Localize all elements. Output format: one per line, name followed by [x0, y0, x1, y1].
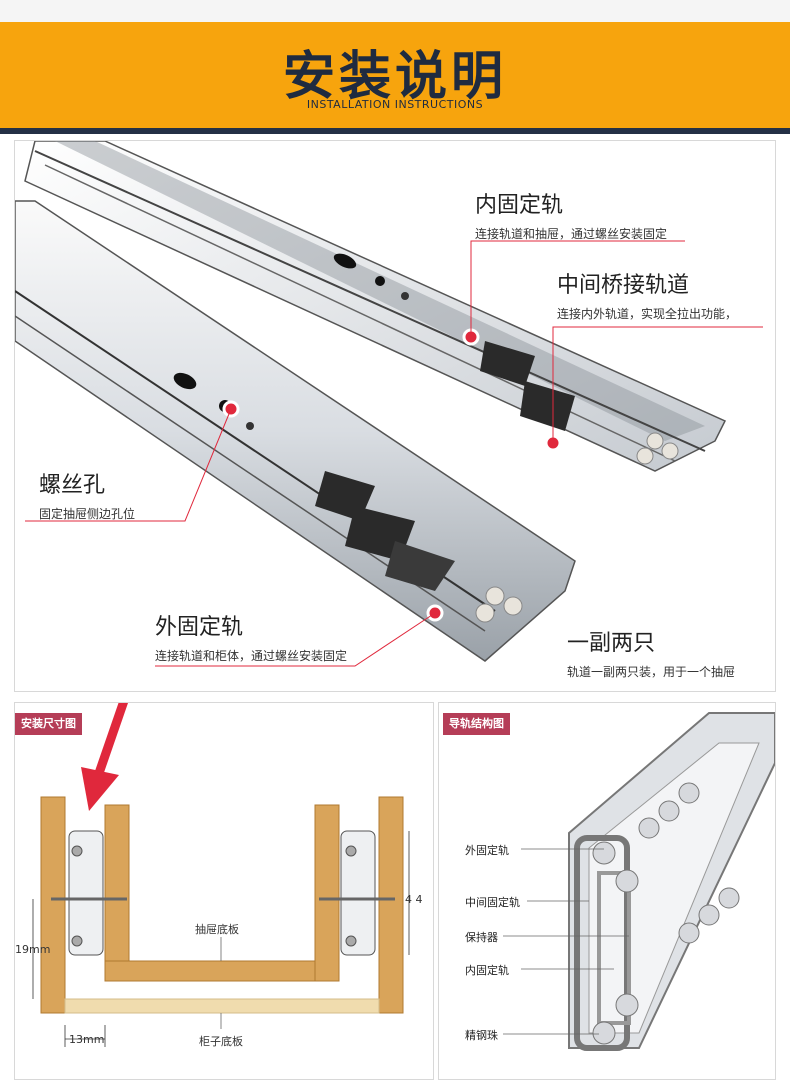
installation-dimension-panel: 安装尺寸图 抽屉底板 柜子底板 19m [14, 702, 434, 1080]
structure-label-cage: 保持器 [465, 931, 498, 944]
drawer-bottom-label: 抽屉底板 [195, 923, 239, 936]
structure-label-inner: 内固定轨 [465, 964, 509, 977]
structure-label-outer: 外固定轨 [465, 844, 509, 857]
header-banner: 安装说明 INSTALLATION INSTRUCTIONS [0, 0, 790, 134]
page-subtitle: INSTALLATION INSTRUCTIONS [306, 98, 484, 111]
header-bar [0, 128, 790, 134]
structure-label-middle: 中间固定轨 [465, 896, 520, 909]
rail-cross-section [568, 712, 775, 1051]
height-dimension: 19mm [15, 943, 51, 956]
label-screw-hole: 螺丝孔 固定抽屉侧边孔位 [39, 473, 136, 521]
structure-leader-lines [503, 848, 629, 1035]
dimension-diagram [32, 796, 410, 1047]
leader-lines [25, 240, 763, 667]
label-inner-rail: 内固定轨 连接轨道和抽屉，通过螺丝安装固定 [475, 193, 668, 241]
page-title: 安装说明 [282, 47, 507, 107]
red-arrow [81, 703, 128, 811]
dimension-tag: 安装尺寸图 [15, 713, 82, 735]
upper-rail [24, 141, 727, 472]
label-middle-rail: 中间桥接轨道 连接内外轨道，实现全拉出功能， [557, 273, 738, 321]
drawer-slides-illustration [15, 141, 763, 667]
side-dimension: 4 4 [405, 893, 423, 906]
cabinet-bottom-label: 柜子底板 [199, 1035, 243, 1048]
header-band [0, 22, 790, 128]
width-dimension: 13mm [69, 1033, 105, 1046]
label-pair: 一副两只 轨道一副两只装，用于一个抽屉 [567, 631, 736, 679]
label-outer-rail: 外固定轨 连接轨道和柜体，通过螺丝安装固定 [155, 615, 348, 663]
structure-tag: 导轨结构图 [443, 713, 510, 735]
rail-structure-panel: 导轨结构图 外固定轨 中间固定轨 保持器 内固定轨 精钢珠 [438, 702, 776, 1080]
structure-label-balls: 精钢珠 [465, 1029, 498, 1042]
product-photo-panel: 内固定轨 连接轨道和抽屉，通过螺丝安装固定 中间桥接轨道 连接内外轨道，实现全拉… [14, 140, 776, 692]
